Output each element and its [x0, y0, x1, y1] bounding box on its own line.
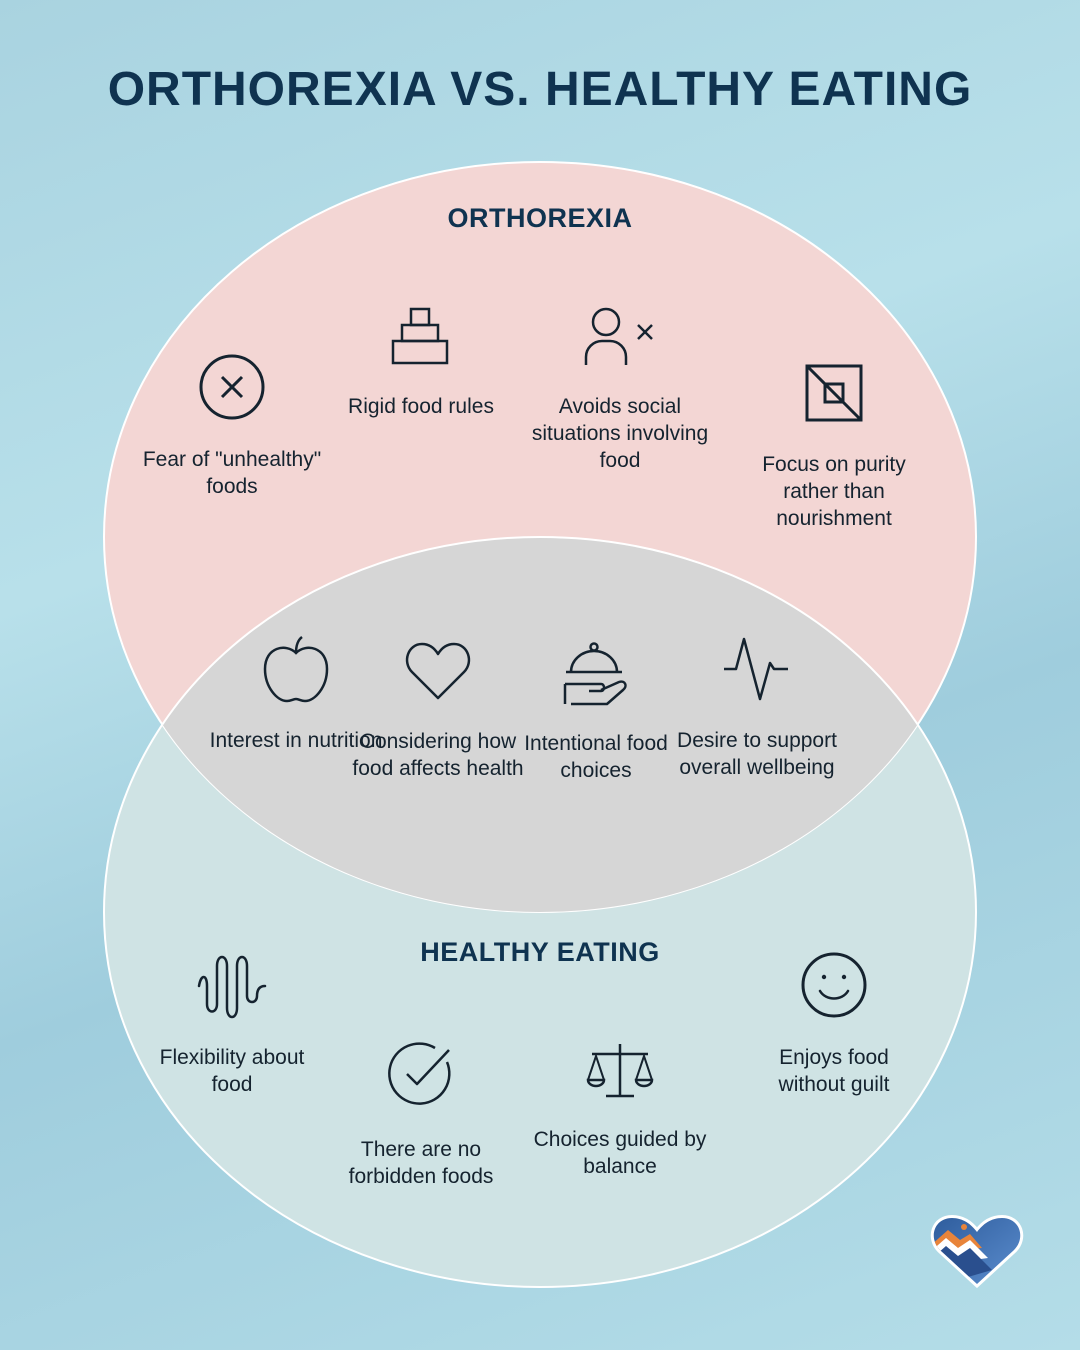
- item-label: Considering how food affects health: [352, 730, 524, 780]
- wave-icon: [197, 955, 267, 1019]
- crossed-square-icon: [805, 364, 863, 422]
- heart-icon: [405, 642, 471, 700]
- smiley-icon: [801, 952, 867, 1018]
- heart-mountain-logo: [930, 1214, 1024, 1288]
- item-label: There are no forbidden foods: [348, 1138, 494, 1188]
- orthorexia-item-rigid-rules: Rigid food rules: [331, 305, 511, 420]
- item-label: Desire to support overall wellbeing: [677, 729, 837, 779]
- overlap-item-wellbeing: Desire to support overall wellbeing: [667, 635, 847, 781]
- item-label: Interest in nutrition: [209, 729, 383, 752]
- stacked-blocks-icon: [391, 307, 449, 365]
- pulse-icon: [724, 637, 788, 701]
- orthorexia-heading: ORTHOREXIA: [447, 203, 633, 233]
- orthorexia-item-fear: Fear of "unhealthy" foods: [142, 352, 322, 500]
- item-label: Choices guided by balance: [533, 1128, 707, 1178]
- orthorexia-item-purity: Focus on purity rather than nourishment: [744, 363, 924, 532]
- orthorexia-item-avoids-social: Avoids social situations involving food: [530, 305, 710, 474]
- x-circle-icon: [199, 354, 265, 420]
- apple-icon: [263, 636, 329, 703]
- page-title: ORTHOREXIA VS. HEALTHY EATING: [107, 63, 973, 116]
- item-label: Enjoys food without guilt: [778, 1046, 890, 1096]
- person-x-icon: [584, 307, 653, 365]
- item-label: Fear of "unhealthy" foods: [142, 448, 322, 498]
- overlap-item-health: Considering how food affects health: [348, 640, 528, 782]
- item-label: Flexibility about food: [159, 1046, 305, 1096]
- item-label: Avoids social situations involving food: [531, 395, 709, 472]
- serving-cloche-icon: [563, 642, 627, 706]
- healthy-item-balance: Choices guided by balance: [530, 1040, 710, 1180]
- overlap-region: [104, 536, 976, 912]
- item-label: Focus on purity rather than nourishment: [762, 453, 906, 530]
- healthy-item-no-guilt: Enjoys food without guilt: [744, 950, 924, 1098]
- item-label: Rigid food rules: [348, 395, 494, 418]
- healthy-item-no-forbidden: There are no forbidden foods: [331, 1040, 511, 1190]
- healthy-eating-heading: HEALTHY EATING: [420, 937, 660, 967]
- healthy-item-flexibility: Flexibility about food: [142, 952, 322, 1098]
- item-label: Intentional food choices: [524, 732, 668, 782]
- balance-scale-icon: [586, 1044, 654, 1098]
- overlap-item-nutrition: Interest in nutrition: [206, 635, 386, 754]
- check-circle-icon: [388, 1042, 451, 1105]
- overlap-item-intentional: Intentional food choices: [506, 640, 686, 784]
